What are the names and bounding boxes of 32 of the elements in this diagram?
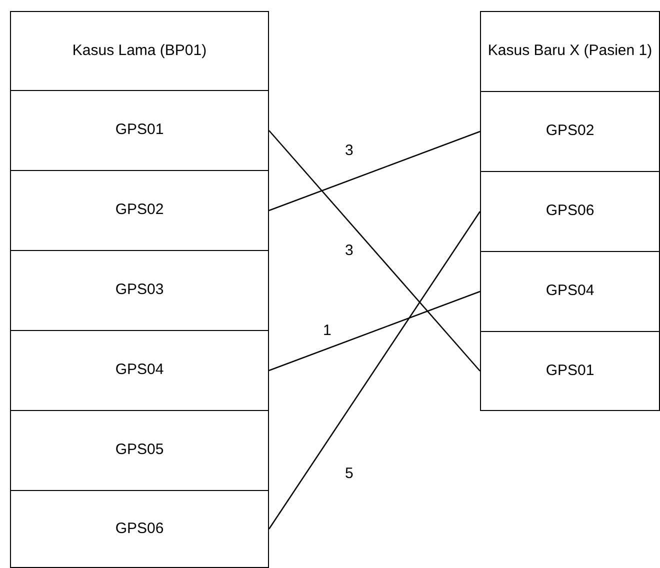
list-item-box <box>10 250 269 331</box>
node-text: GPS04 <box>114 361 165 380</box>
node-text: Kasus Baru X (Pasien 1) <box>486 42 654 61</box>
connector-line <box>268 130 480 372</box>
list-item-box <box>480 331 660 411</box>
column-header-box <box>10 11 269 91</box>
node-text: GPS01 <box>544 362 596 380</box>
list-item-box <box>480 171 660 252</box>
list-item-box <box>10 490 269 568</box>
list-item-box <box>10 330 269 411</box>
edge-label: 5 <box>345 465 354 483</box>
list-item-box <box>10 90 269 171</box>
list-item-box <box>480 251 660 332</box>
edge-label: 3 <box>345 242 354 260</box>
connector-line <box>268 130 480 212</box>
node-text: GPS02 <box>544 122 596 141</box>
node-text: GPS05 <box>114 441 165 460</box>
column-header-box <box>480 11 660 92</box>
node-text: GPS06 <box>114 520 165 538</box>
node-text: Kasus Lama (BP01) <box>71 42 208 60</box>
node-text: GPS02 <box>114 201 165 220</box>
node-text: GPS06 <box>544 202 596 221</box>
edge-label: 1 <box>323 322 332 340</box>
edge-label: 3 <box>345 142 354 160</box>
list-item-box <box>10 410 269 491</box>
list-item-box <box>10 170 269 251</box>
node-text: GPS01 <box>114 121 165 140</box>
connector-line <box>268 211 481 530</box>
node-text: GPS03 <box>114 281 165 300</box>
list-item-box <box>480 91 660 172</box>
node-text: GPS04 <box>544 282 596 301</box>
connector-line <box>268 290 480 372</box>
